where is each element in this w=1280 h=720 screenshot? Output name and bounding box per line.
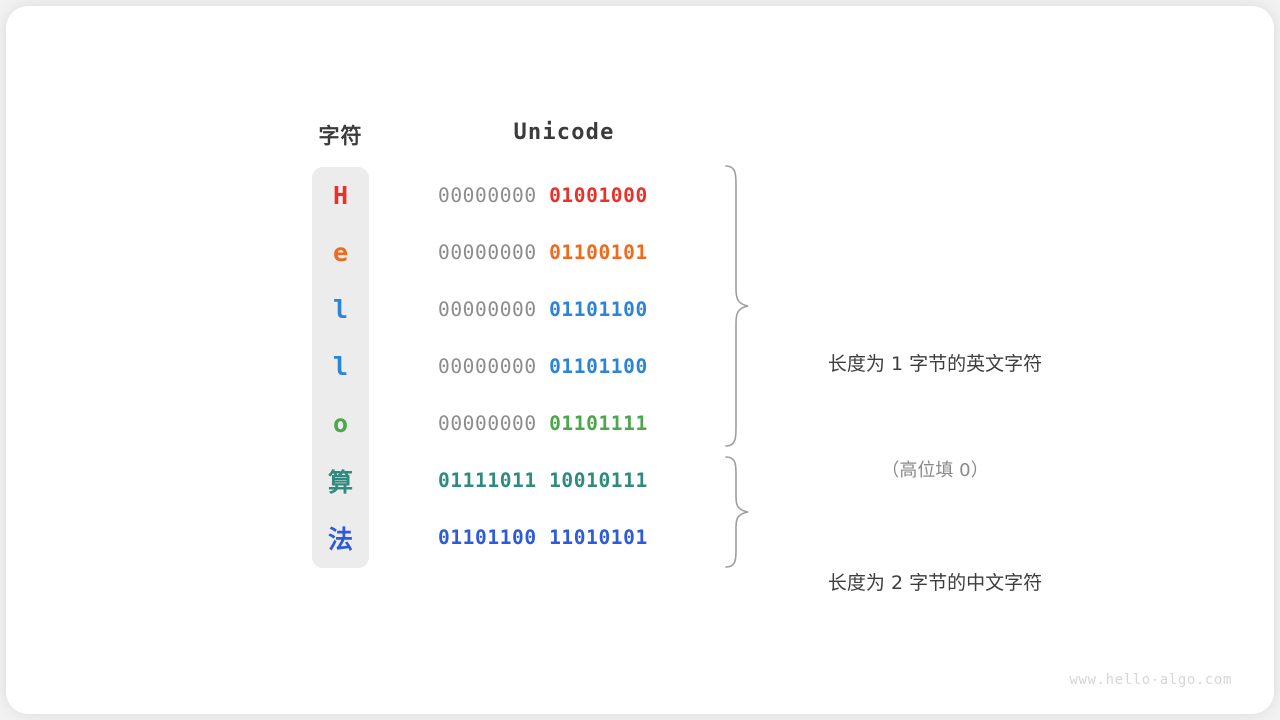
unicode-bits: 01101100 11010101 xyxy=(438,509,690,566)
character-glyph: e xyxy=(332,238,349,267)
character-glyph: 算 xyxy=(327,467,353,497)
unicode-bits: 00000000 01001000 xyxy=(438,167,690,224)
unicode-low-byte: 11010101 xyxy=(549,526,648,549)
byte-separator xyxy=(537,241,549,264)
byte-separator xyxy=(537,526,549,549)
annotation-double-byte-main: 长度为 2 字节的中文字符 xyxy=(827,572,1043,595)
byte-separator xyxy=(537,355,549,378)
brace-double-byte xyxy=(725,456,749,568)
character-glyph: l xyxy=(332,352,349,381)
unicode-high-byte: 01101100 xyxy=(438,526,537,549)
byte-separator xyxy=(537,412,549,435)
unicode-low-byte: 01101100 xyxy=(549,298,648,321)
unicode-bits: 00000000 01100101 xyxy=(438,224,690,281)
character-column-background xyxy=(312,167,369,568)
annotation-single-byte-main: 长度为 1 字节的英文字符 xyxy=(827,353,1043,376)
byte-separator xyxy=(537,298,549,321)
unicode-high-byte: 00000000 xyxy=(438,412,537,435)
unicode-bits: 01111011 10010111 xyxy=(438,452,690,509)
unicode-high-byte: 01111011 xyxy=(438,469,537,492)
unicode-bits: 00000000 01101111 xyxy=(438,395,690,452)
unicode-low-byte: 01101111 xyxy=(549,412,648,435)
character-glyph: o xyxy=(332,409,349,438)
unicode-bits: 00000000 01101100 xyxy=(438,281,690,338)
unicode-high-byte: 00000000 xyxy=(438,184,537,207)
unicode-bits: 00000000 01101100 xyxy=(438,338,690,395)
diagram-card: 字符 Unicode H 00000000 01001000 e 00000000 0… xyxy=(6,6,1274,714)
annotation-single-byte: 长度为 1 字节的英文字符 （高位填 0） xyxy=(774,274,1096,561)
watermark: www.hello-algo.com xyxy=(1069,672,1232,688)
unicode-low-byte: 01001000 xyxy=(549,184,648,207)
annotation-double-byte: 长度为 2 字节的中文字符 xyxy=(774,493,1096,673)
unicode-low-byte: 10010111 xyxy=(549,469,648,492)
unicode-low-byte: 01101100 xyxy=(549,355,648,378)
column-header-character: 字符 xyxy=(318,125,363,148)
byte-separator xyxy=(537,184,549,207)
unicode-high-byte: 00000000 xyxy=(438,241,537,264)
unicode-high-byte: 00000000 xyxy=(438,355,537,378)
unicode-high-byte: 00000000 xyxy=(438,298,537,321)
unicode-low-byte: 01100101 xyxy=(549,241,648,264)
column-header-unicode: Unicode xyxy=(513,120,615,145)
character-glyph: l xyxy=(332,295,349,324)
character-glyph: 法 xyxy=(327,524,353,554)
brace-single-byte xyxy=(725,165,749,447)
annotation-single-byte-sub: （高位填 0） xyxy=(881,460,989,482)
character-glyph: H xyxy=(332,181,349,210)
byte-separator xyxy=(537,469,549,492)
